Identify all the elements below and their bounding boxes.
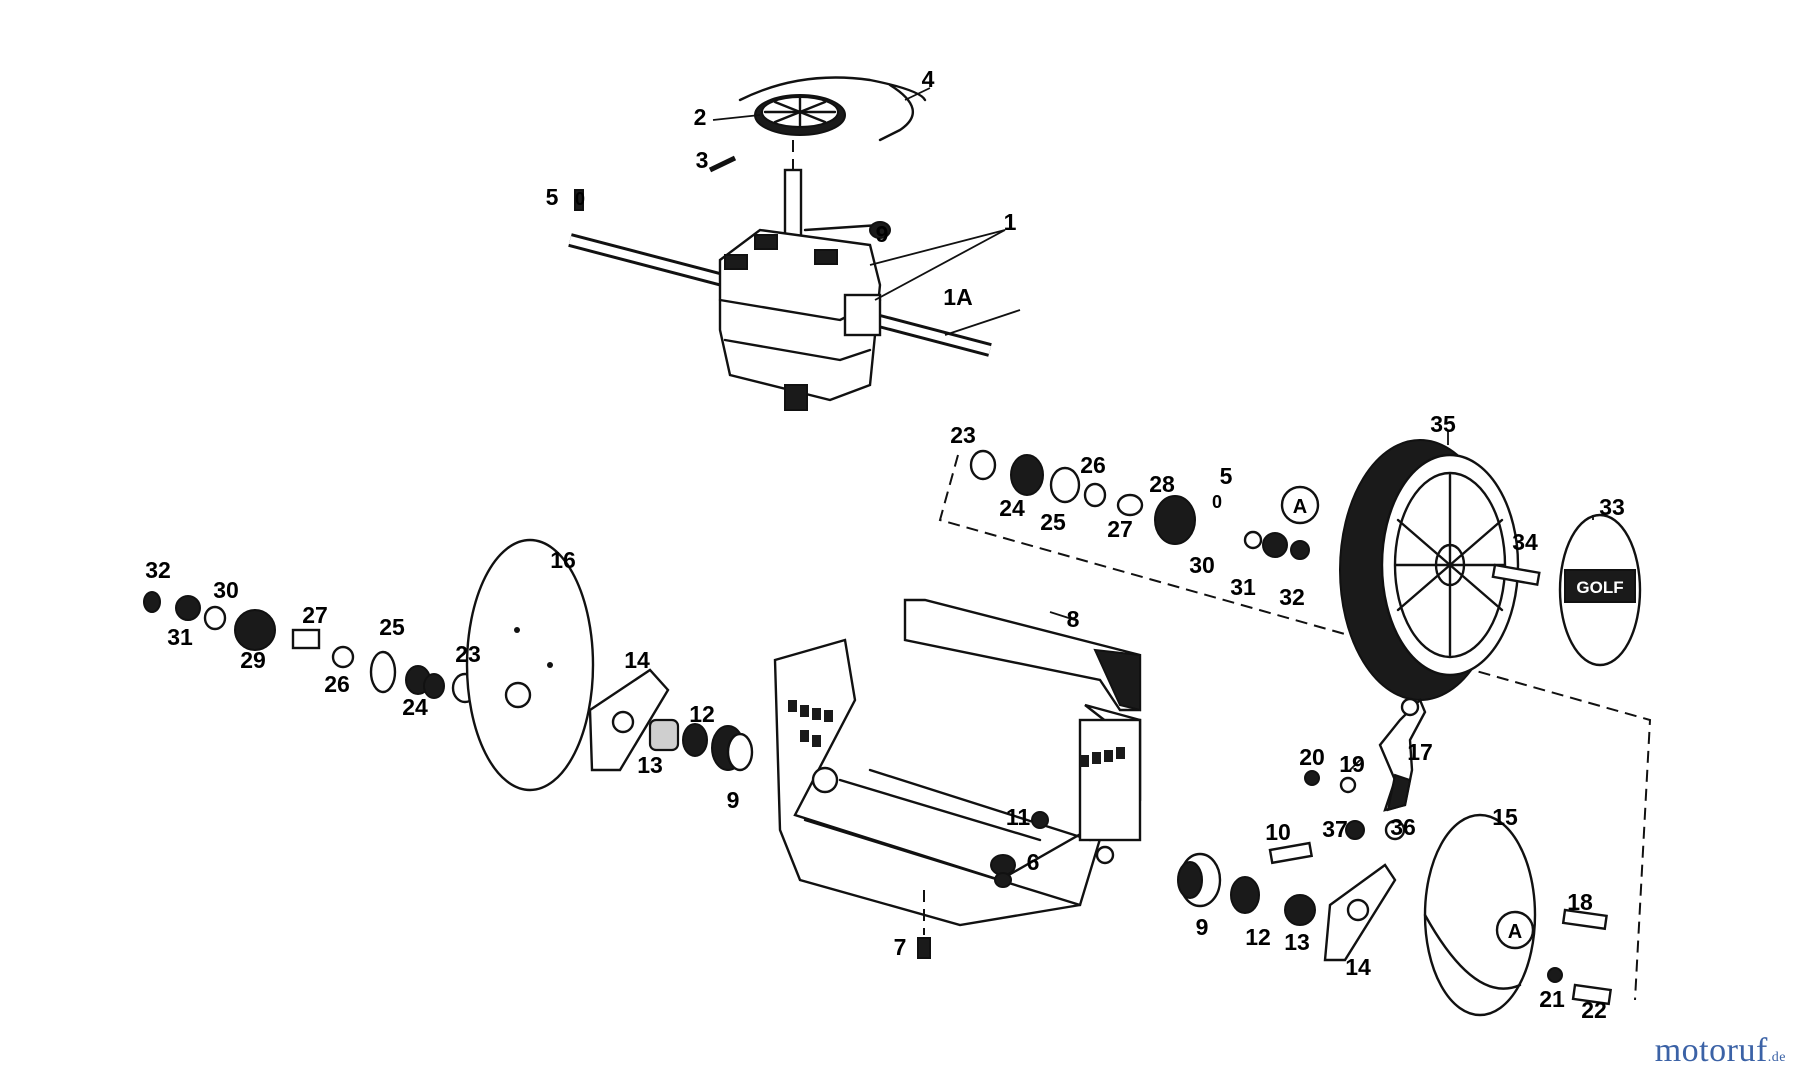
- callout-37: 37: [1322, 816, 1348, 842]
- callout-34: 34: [1512, 529, 1538, 555]
- callout-19: 19: [1339, 751, 1365, 777]
- watermark-suffix: .de: [1767, 1050, 1786, 1065]
- left-wheel-parts: [143, 538, 754, 792]
- callout-30-left: 30: [213, 577, 239, 603]
- right-wheel-assembly: GOLF: [938, 439, 1652, 1001]
- callout-14-right: 14: [1345, 954, 1371, 980]
- callout-1: 1: [1004, 209, 1017, 235]
- reference-marker-a-bottom: A: [1495, 910, 1535, 950]
- callout-26-left: 26: [324, 671, 350, 697]
- callout-14-left: 14: [624, 647, 650, 673]
- callout-5: 5: [546, 184, 559, 210]
- callout-36: 36: [1390, 814, 1416, 840]
- gearbox-assembly: [568, 76, 992, 411]
- callout-15: 15: [1492, 804, 1518, 830]
- wheel-part: [1339, 439, 1520, 701]
- callout-27: 27: [1107, 516, 1133, 542]
- marker-label: A: [1508, 921, 1522, 943]
- callout-31: 31: [1230, 574, 1256, 600]
- pulley-part: [754, 94, 846, 136]
- gearbox-housing-part: [718, 228, 882, 402]
- callout-32: 32: [1279, 584, 1305, 610]
- callout-24-left: 24: [402, 694, 428, 720]
- callout-33: 33: [1599, 494, 1625, 520]
- callout-7: 7: [894, 934, 907, 960]
- deflector-cover-part: [903, 598, 1142, 712]
- callout-11: 11: [1006, 804, 1031, 830]
- wheel-disc-part: [465, 538, 595, 792]
- callout-1a: 1A: [943, 284, 972, 310]
- callout-20: 20: [1299, 744, 1325, 770]
- leader-lines: [712, 87, 1594, 771]
- callout-30: 30: [1189, 552, 1215, 578]
- callout-25: 25: [1040, 509, 1066, 535]
- callout-9-right: 9: [1196, 914, 1209, 940]
- watermark-logo: motoruf.de: [1655, 1032, 1786, 1070]
- callout-35: 35: [1430, 411, 1456, 437]
- callout-9: 9: [876, 221, 889, 247]
- hubcap-part: GOLF: [1558, 513, 1642, 667]
- marker-label: A: [1293, 496, 1307, 518]
- drive-belt-part: [738, 76, 927, 102]
- callout-21: 21: [1539, 986, 1565, 1012]
- callout-0: 0: [1212, 492, 1222, 512]
- callout-25-left: 25: [379, 614, 405, 640]
- callout-17: 17: [1407, 739, 1433, 765]
- callout-16: 16: [550, 547, 576, 573]
- callout-8: 8: [1067, 606, 1080, 632]
- callout-2: 2: [694, 104, 707, 130]
- callout-labels: 4 2 3 5 9 1 1A 23 24 25 26 27 28 5 0 35 …: [145, 66, 1625, 1023]
- hubcap-text: GOLF: [1576, 578, 1623, 597]
- callout-23: 23: [950, 422, 976, 448]
- callout-12-left: 12: [689, 701, 715, 727]
- reference-marker-a-top: A: [1280, 485, 1320, 525]
- callout-24: 24: [999, 495, 1025, 521]
- callout-18: 18: [1567, 889, 1593, 915]
- deck-housing: [773, 598, 1142, 959]
- callout-23-left: 23: [455, 641, 481, 667]
- callout-26: 26: [1080, 452, 1106, 478]
- callout-29: 29: [240, 647, 266, 673]
- callout-6: 6: [1027, 849, 1040, 875]
- callout-13-right: 13: [1284, 929, 1310, 955]
- callout-3: 3: [696, 147, 709, 173]
- callout-12-right: 12: [1245, 924, 1271, 950]
- callout-5b: 5: [1220, 463, 1233, 489]
- right-height-adjuster: [1177, 697, 1613, 1017]
- callout-0-top: 0: [575, 189, 585, 209]
- callout-22: 22: [1581, 997, 1607, 1023]
- callout-27-left: 27: [302, 602, 328, 628]
- callout-32-left: 32: [145, 557, 171, 583]
- watermark-text: motoruf: [1654, 1032, 1768, 1069]
- callout-31-left: 31: [167, 624, 193, 650]
- callout-9-left: 9: [727, 787, 740, 813]
- callout-10: 10: [1265, 819, 1291, 845]
- callout-13-left: 13: [637, 752, 663, 778]
- callout-4: 4: [922, 66, 935, 92]
- callout-28: 28: [1149, 471, 1175, 497]
